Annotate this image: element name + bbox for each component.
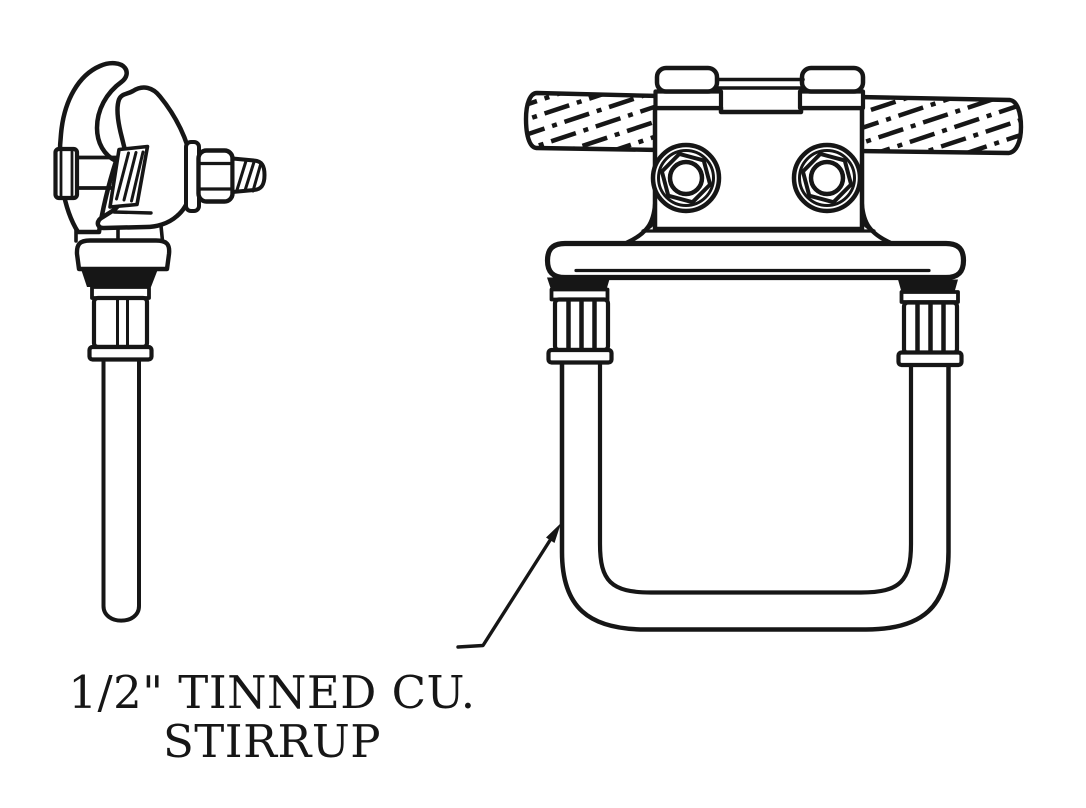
- caption: 1/2" TINNED CU. STIRRUP: [68, 666, 475, 768]
- keeper-caps: [653, 65, 866, 111]
- clamp-lug-section: [108, 144, 150, 209]
- stirrup-post-left: [546, 277, 614, 365]
- stirrup-front-view: [456, 65, 1024, 649]
- stirrup-post-right: [896, 279, 964, 368]
- conductor-cable: [523, 90, 1024, 156]
- leader-arrow: [456, 523, 561, 649]
- ferrule-assembly: [74, 238, 172, 362]
- caption-line-1: 1/2" TINNED CU.: [68, 666, 475, 719]
- side-view-clamp: [53, 60, 267, 623]
- keeper-bolt-right: [794, 145, 860, 211]
- caption-line-2: STIRRUP: [163, 715, 381, 768]
- stirrup-u-loop: [559, 354, 951, 632]
- copper-tube: [101, 357, 141, 623]
- stirrup-crossbar: [544, 240, 967, 281]
- eye-bolt: [53, 146, 122, 201]
- keeper-bolt-left: [653, 145, 719, 211]
- hex-nut-and-stud: [184, 140, 267, 213]
